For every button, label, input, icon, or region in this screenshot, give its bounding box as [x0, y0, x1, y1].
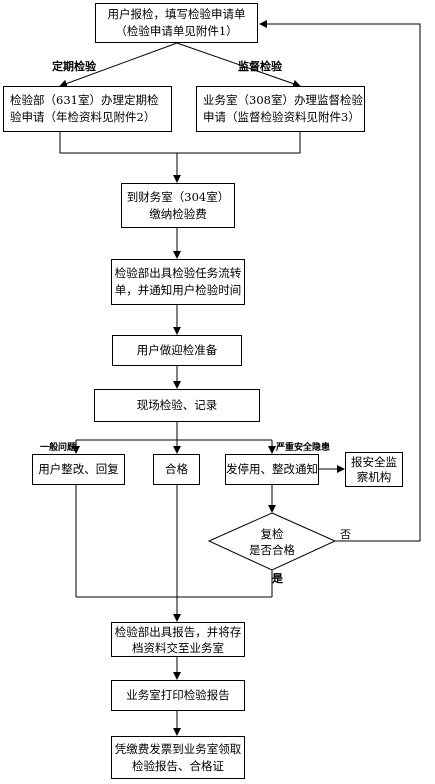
node-issue-report: 检验部出具报告，并将存 档资料交至业务室 — [111, 622, 245, 657]
node-inspect-dept: 检验部（631室）办理定期检 验申请（年检资料见附件2） — [3, 86, 172, 132]
arrow-recheck-no-to-apply — [259, 20, 421, 542]
node-prepare: 用户做迎检准备 — [112, 335, 242, 366]
node-report-safety: 报安全监 察机构 — [345, 452, 403, 487]
label-periodic: 定期检验 — [52, 60, 96, 73]
node-user-fix: 用户整改、回复 — [32, 454, 125, 485]
node-onsite: 现场检验、记录 — [94, 389, 260, 422]
node-stop-notice: 发停用、整改通知 — [225, 454, 319, 485]
recheck-decision-diamond — [207, 512, 337, 571]
label-serious-hazard: 严重安全隐患 — [276, 443, 331, 453]
node-print-report: 业务室打印检验报告 — [111, 680, 245, 711]
node-finance: 到财务室（304室） 缴纳检验费 — [121, 183, 235, 228]
node-collect: 凭缴费发票到业务室领取 检验报告、合格证 — [111, 736, 245, 779]
node-apply: 用户报检，填写检验申请单 （检验申请单见附件1） — [95, 3, 258, 43]
arrow-apply-to-inspect-dept — [59, 42, 178, 88]
node-business-office: 业务室（308室）办理监督检验 申请（监督检验资料见附件3） — [196, 86, 365, 132]
node-qualified: 合格 — [153, 454, 200, 485]
label-yes: 是 — [272, 572, 283, 585]
label-general-issue: 一般问题 — [40, 443, 77, 453]
arrow-apply-to-business-office — [176, 42, 301, 88]
label-supervision: 监督检验 — [238, 60, 282, 73]
node-task-sheet: 检验部出具检验任务流转 单，并通知用户检验时间 — [111, 259, 245, 305]
label-no: 否 — [340, 528, 351, 541]
node-recheck: 复检 是否合格 — [249, 527, 295, 557]
merge-line-branches — [59, 132, 301, 154]
